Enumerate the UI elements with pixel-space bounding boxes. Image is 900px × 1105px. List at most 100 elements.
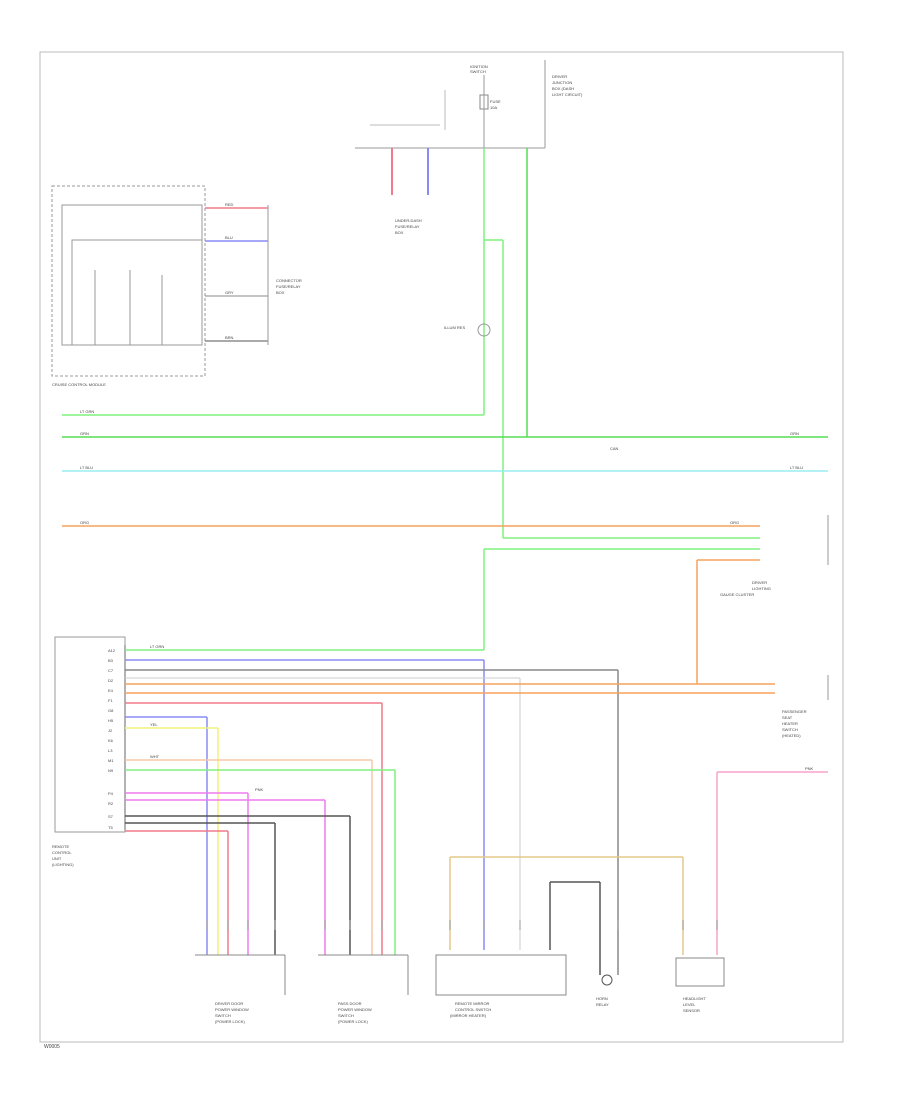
connector-box-label-1: FUSE/RELAY [276,284,301,289]
pin-label-15: S7 [108,814,114,819]
horn-label-1: RELAY [596,1002,609,1007]
pin-label-3: D2 [108,678,114,683]
wl-ltblu-2: LT BLU [790,465,803,470]
horn-symbol [601,974,613,986]
pin-label-11: M1 [108,758,114,763]
wl-grn-1: GRN [80,431,89,436]
connector-box-label-0: CONNECTOR [276,278,302,283]
pin-label-4: E4 [108,688,114,693]
fuse-amp-label: 10A [490,105,497,110]
pass-door-label-2: SWITCH [338,1013,354,1018]
passenger-label-2: HEATER [782,721,798,726]
cruise-control-module: CRUISE CONTROL MODULE CONNECTOR FUSE/REL… [51,185,302,387]
relay-box-group: IGNITION SWITCH FUSE 10A DRIVER JUNCTION… [355,60,583,149]
passenger-label-1: SEAT [782,715,793,720]
pass-door-label-0: PASS DOOR [338,1001,362,1006]
right-units: DRIVER LIGHTING GAUGE CLUSTER PASSENGER … [720,515,829,738]
wl-brn-1: BRN [225,335,234,340]
horizontal-buses: CAN [62,436,828,684]
control-module-box [54,636,126,833]
driver-door-label-1: POWER WINDOW [215,1007,249,1012]
passenger-label-3: SWITCH [782,727,798,732]
pin-label-6: G8 [108,708,114,713]
bus-green-label: CAN [610,446,619,451]
green-drops: ILLUM RES [62,148,760,539]
driver-door-label-0: DRIVER DOOR [215,1001,243,1006]
pass-door-label-1: POWER WINDOW [338,1007,372,1012]
wl-ltblu-1: LT BLU [80,465,93,470]
pin-labels: A12 B3 C7 D2 E4 F1 G8 H5 J2 K6 L3 M1 N9 … [108,648,116,830]
cruise-inner-1 [61,204,203,346]
mirror-control-label-2: (MIRROR HEATER) [450,1013,487,1018]
wl-yel-1: YEL [150,722,158,727]
ignition-switch-label-1: SWITCH [470,69,486,74]
relay-box-label-0: DRIVER [552,74,567,79]
control-module-label-3: (LIGHTING) [52,862,74,867]
wl-wht-1: WHT [150,754,160,759]
pin-label-0: A12 [108,648,116,653]
headlight-sensor-label-0: HEADLIGHT [683,996,706,1001]
mirror-control-box [435,954,567,996]
driver-door-label-2: SWITCH [215,1013,231,1018]
resistor-symbol [477,323,491,337]
pin-label-16: T5 [108,825,113,830]
driver-door-label-3: (POWER LOCK) [215,1019,245,1024]
footer-code: W0005 [44,1044,60,1050]
ignition-switch-label-0: IGNITION [470,64,488,69]
pin-label-9: K6 [108,738,114,743]
mirror-control-label-1: CONTROL SWITCH [455,1007,491,1012]
pin-label-5: F1 [108,698,113,703]
wl-org-2: ORG [730,520,739,525]
wl-pnk-1: PNK [255,787,264,792]
control-module-label-0: REMOTE [52,844,69,849]
pin-label-7: H5 [108,718,114,723]
bottom-components: DRIVER DOOR POWER WINDOW SWITCH (POWER L… [195,954,725,1024]
wl-gry-1: GRY [225,290,234,295]
headlight-sensor-label-2: SENSOR [683,1008,700,1013]
control-module-label-2: UNIT [52,856,62,861]
diagram-frame [39,51,844,1043]
under-dash-label-1: FUSE/RELAY [395,224,420,229]
relay-box-label-1: JUNCTION [552,80,572,85]
pin-label-10: L3 [108,748,113,753]
relay-box-label-2: BOX (DASH [552,86,574,91]
passenger-label-0: PASSENGER [782,709,807,714]
pin-label-12: N9 [108,768,114,773]
control-module-label-1: CONTROL [52,850,72,855]
driver-cluster-label-1: LIGHTING [752,586,771,591]
under-dash-label-2: BOX [395,230,404,235]
driver-cluster-label-2: GAUGE CLUSTER [720,592,754,597]
pin-label-13: P4 [108,791,114,796]
wl-org-1: ORG [80,520,89,525]
under-dash-label-0: UNDER-DASH [395,218,422,223]
fuse-top-label: FUSE [490,99,501,104]
pin-label-1: B3 [108,658,114,663]
bottom-connector-ticks [206,920,718,930]
relay-box-label-3: LIGHT CIRCUIT) [552,92,583,97]
cruise-module-label: CRUISE CONTROL MODULE [52,382,106,387]
cruise-module-box [51,185,206,377]
pin-label-2: C7 [108,668,114,673]
wl-ltgrn-2: LT GRN [150,644,164,649]
wl-grn-2: GRN [790,431,799,436]
under-dash-stubs: UNDER-DASH FUSE/RELAY BOX [391,148,429,235]
passenger-label-4: (HEATED) [782,733,801,738]
driver-cluster-label-0: DRIVER [752,580,767,585]
resistor-label: ILLUM RES [444,325,465,330]
horn-label-0: HORN [596,996,608,1001]
headlight-sensor-box [675,957,725,987]
mirror-control-label-0: REMOTE MIRROR [455,1001,490,1006]
module-wires [125,649,775,975]
pass-door-label-3: (POWER LOCK) [338,1019,368,1024]
control-module: REMOTE CONTROL UNIT (LIGHTING) [52,636,126,867]
wl-blu-1: BLU [225,235,233,240]
wire-label-text: LT GRN GRN LT BLU ORG GRN LT BLU RED BLU… [80,202,814,792]
pin-label-14: R2 [108,801,114,806]
wl-ltgrn-1: LT GRN [80,409,94,414]
cruise-inner-2 [71,239,203,346]
bottom-right-wires [449,771,828,975]
pin-label-8: J2 [108,728,113,733]
wl-pnk-2: PNK [805,766,814,771]
